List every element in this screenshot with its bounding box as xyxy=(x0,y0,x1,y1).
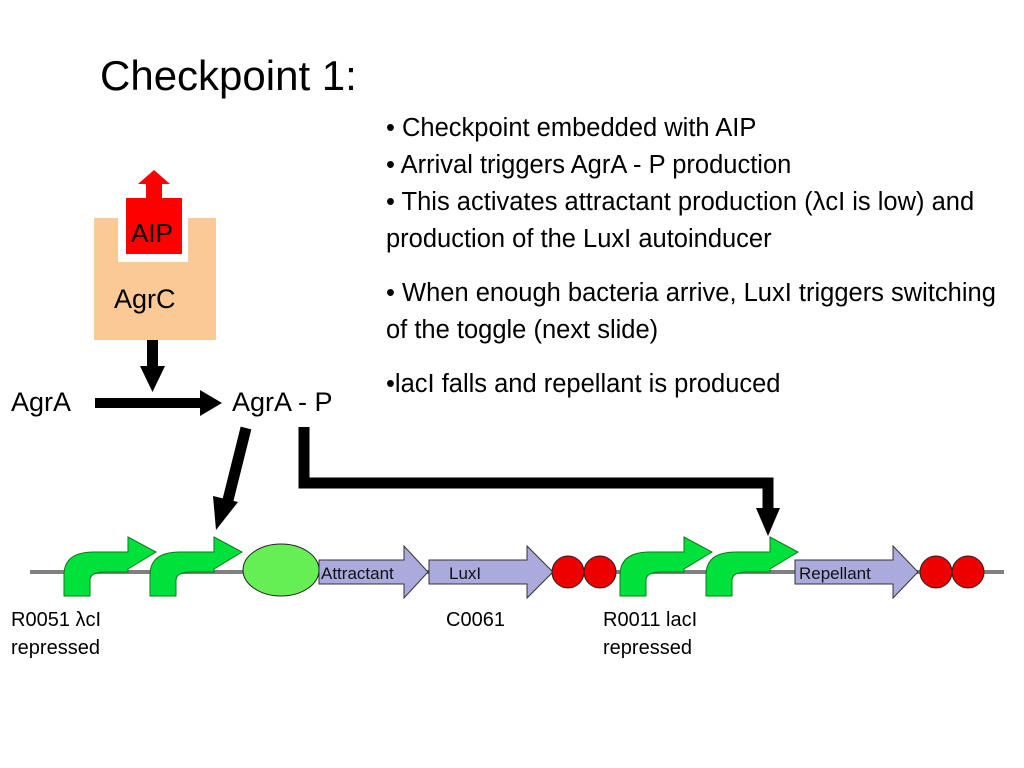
aip-signal-box xyxy=(126,198,182,254)
promoter-3-icon xyxy=(619,536,714,597)
attractant-gene-label: Attractant xyxy=(321,564,394,583)
r0051-label: R0051 λcI repressed xyxy=(11,606,101,662)
r0011-label-line1: R0011 lacI xyxy=(603,609,698,631)
agrc-down-arrow-shaft xyxy=(147,340,158,370)
attractant-gene-shape xyxy=(318,544,429,600)
agra-label: AgrA xyxy=(11,387,72,417)
agrc-down-arrow-head xyxy=(140,366,165,392)
r0051-label-line1: R0051 λcI xyxy=(11,609,102,631)
bullet-list: • Checkpoint embedded with AIP • Arrival… xyxy=(386,110,1016,403)
promoter-1-icon xyxy=(63,536,158,597)
bullet-4: • When enough bacteria arrive, LuxI trig… xyxy=(386,279,996,344)
terminator-3-shape xyxy=(919,555,953,589)
aip-label: AIP xyxy=(131,218,173,248)
repellant-gene-label: Repellant xyxy=(799,564,871,583)
phosphorylation-arrow-head xyxy=(200,390,222,416)
r0011-label: R0011 lacI repressed xyxy=(603,606,697,662)
promoter-2-icon xyxy=(149,536,244,597)
bullet-5: •lacI falls and repellant is produced xyxy=(386,370,781,398)
terminator-2-shape xyxy=(583,555,617,589)
aip-export-arrow-icon xyxy=(138,170,170,198)
agra-p-label: AgrA - P xyxy=(232,387,333,417)
bullet-3: • This activates attractant production (… xyxy=(386,188,975,253)
agrc-receptor-shape xyxy=(94,218,216,340)
r0011-label-line2: repressed xyxy=(603,637,692,659)
luxi-gene-label: LuxI xyxy=(449,564,482,583)
promoter-4-icon xyxy=(705,536,800,597)
repellant-gene-shape xyxy=(794,544,919,600)
activation-arrow-1-shaft xyxy=(222,426,252,502)
rbs-shape xyxy=(242,543,320,597)
activation-arrow-2-head xyxy=(756,508,780,536)
bullet-2: • Arrival triggers AgrA - P production xyxy=(386,151,792,179)
terminator-1-shape xyxy=(551,555,585,589)
activation-arrow-1-head xyxy=(213,496,238,530)
activation-arrow-2-shaft xyxy=(298,427,774,510)
slide-title: Checkpoint 1: xyxy=(100,52,357,99)
agrc-label: AgrC xyxy=(114,284,176,314)
phosphorylation-arrow-shaft xyxy=(95,398,205,408)
r0051-label-line2: repressed xyxy=(11,637,100,659)
bullet-1: • Checkpoint embedded with AIP xyxy=(386,114,757,142)
c0061-label: C0061 xyxy=(446,609,505,631)
luxi-gene-shape xyxy=(428,544,554,600)
terminator-4-shape xyxy=(951,555,985,589)
